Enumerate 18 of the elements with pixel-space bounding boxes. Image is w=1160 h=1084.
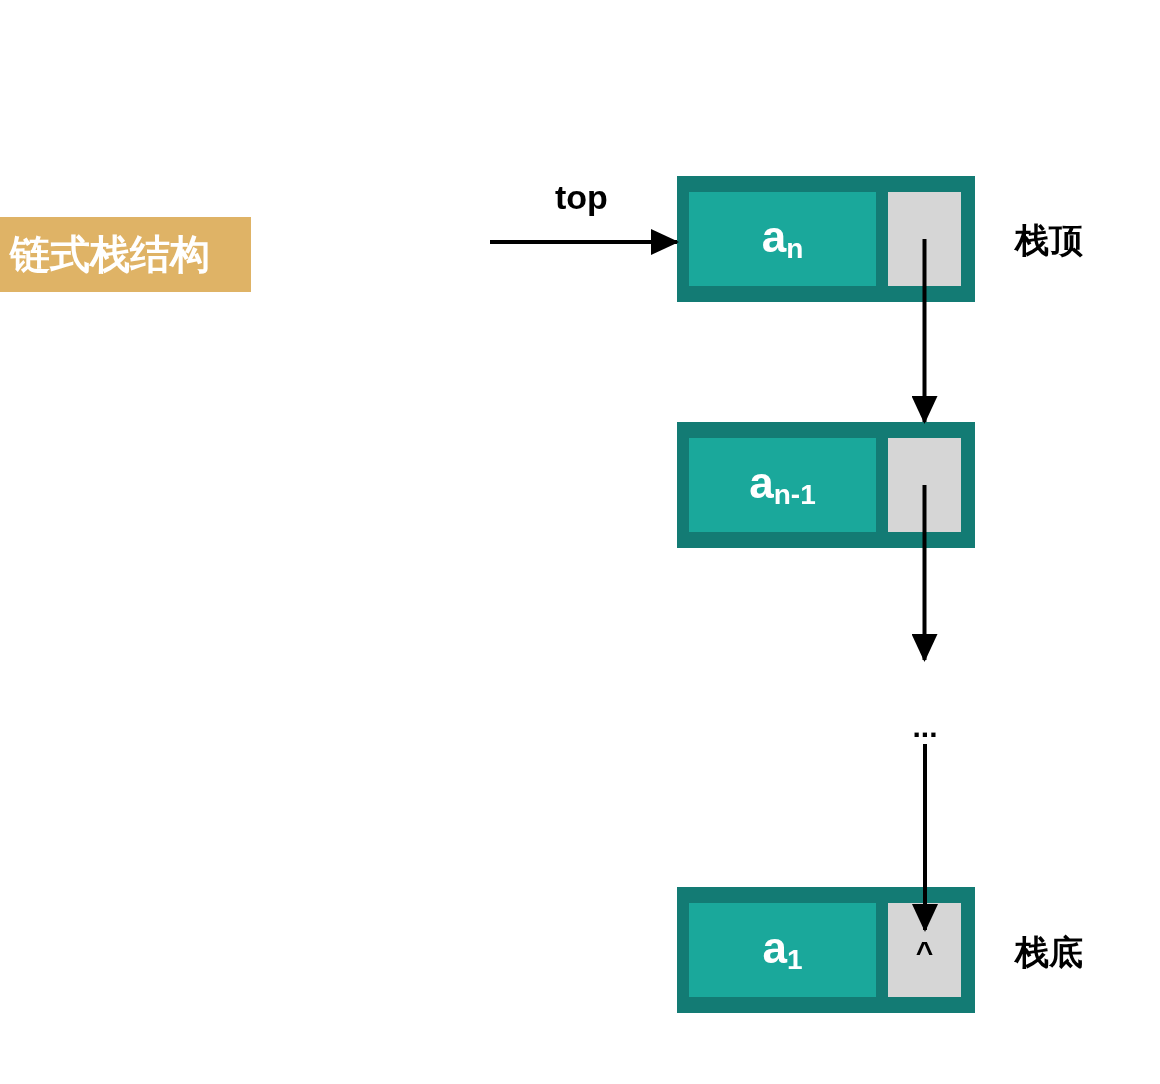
title-banner: 链式栈结构 [0, 217, 251, 292]
pointer-cell [888, 438, 961, 532]
arrow [911, 239, 938, 424]
null-pointer-mark: ^ [915, 935, 934, 969]
list-node [677, 176, 975, 302]
arrow [490, 229, 679, 255]
side-label: 栈底 [1015, 932, 1083, 973]
arrow [911, 485, 938, 662]
ellipsis: ... [900, 712, 950, 744]
arrow [912, 744, 938, 932]
list-node [677, 422, 975, 548]
pointer-cell [888, 903, 961, 997]
pointer-cell [888, 192, 961, 286]
side-label: 栈顶 [1015, 220, 1083, 261]
node-value: a$_{1}$ [762, 926, 803, 974]
node-value: a$_{n-1}$ [749, 461, 816, 509]
list-node [677, 887, 975, 1013]
node-value: a$_{n}$ [761, 215, 804, 263]
